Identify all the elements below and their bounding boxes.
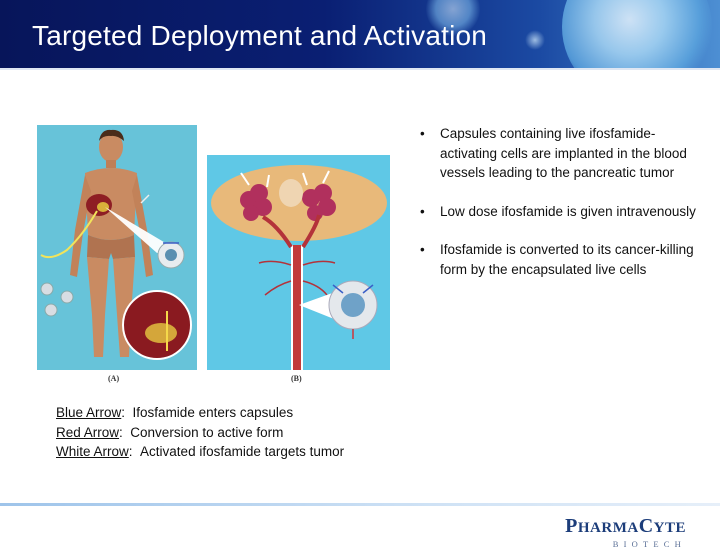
logo-wordmark: PHARMACYTE [565,515,686,537]
vessel-branch [261,215,293,249]
vessel-capillary [302,260,336,296]
cell-bubble-decoration [525,30,545,50]
bullet-item: • Capsules containing live ifosfamide-act… [420,124,710,183]
cell-shape [279,179,303,207]
hair-shape [99,129,124,141]
blood-vessel-interior [293,245,301,370]
neck-shape [106,160,116,168]
bullet-icon: • [420,126,425,141]
vessel-diagram [211,165,387,370]
capsule-cells-icon [165,249,177,261]
bullet-list: • Capsules containing live ifosfamide-act… [420,124,710,298]
left-arm-shape [70,175,91,277]
legend-row-blue: Blue Arrow: Ifosfamide enters capsules [56,405,294,420]
needle-icon [140,194,150,204]
legend-key: White Arrow [56,444,129,459]
legend-desc: Ifosfamide enters capsules [132,405,294,420]
bullet-icon: • [420,242,425,257]
header-divider [0,68,720,70]
vessel-capillary [258,260,292,296]
bullet-text: Low dose ifosfamide is given intravenous… [440,203,696,219]
tumor-cell-cluster [240,184,272,221]
figure-b-illustration [207,155,390,370]
footer-divider [0,503,720,506]
zoom-callout [105,207,179,253]
bullet-text: Capsules containing live ifosfamide-acti… [440,126,687,180]
arrow-legend: Blue Arrow: Ifosfamide enters capsules R… [56,403,344,462]
figure-a-illustration [37,125,197,370]
bullet-icon: • [420,203,425,219]
hip-shape [87,235,135,259]
logo-subtitle: BIOTECH [612,539,686,549]
head-shape [99,132,123,162]
legend-row-red: Red Arrow: Conversion to active form [56,424,284,440]
body-illustration [40,129,192,360]
legend-desc: Activated ifosfamide targets tumor [140,444,345,459]
bullet-item: • Ifosfamide is converted to its cancer-k… [420,240,710,279]
left-leg-shape [87,257,109,357]
pharmacyte-logo: PHARMACYTE BIOTECH [565,516,686,549]
figure-a-caption: (A) [108,374,120,383]
figure-b-caption: (B) [291,374,302,383]
bullet-item: • Low dose ifosfamide is given intravenou… [420,202,710,222]
white-arrow-icon [240,170,330,188]
bullet-text: Ifosfamide is converted to its cancer-ki… [440,242,694,277]
tumor-zoom-shape [145,323,177,343]
blue-arrow-icon [332,284,374,294]
slide-title: Targeted Deployment and Activation [32,20,488,51]
legend-desc: Conversion to active form [130,424,284,440]
legend-key: Blue Arrow [56,405,122,420]
capsule-icon [60,290,74,304]
catheter-tube [40,210,98,259]
vessel-branch [301,214,321,249]
cell-bubble-decoration [562,0,712,68]
pancreas-shape [97,202,109,212]
capsule-icon [44,303,58,317]
capsule-cells-icon [341,293,365,317]
capsule-icon [40,282,54,296]
right-arm-shape [132,175,153,277]
legend-row-white: White Arrow: Activated ifosfamide target… [56,444,345,459]
legend-key: Red Arrow [56,424,120,440]
slide-header: Targeted Deployment and Activation [0,0,720,68]
